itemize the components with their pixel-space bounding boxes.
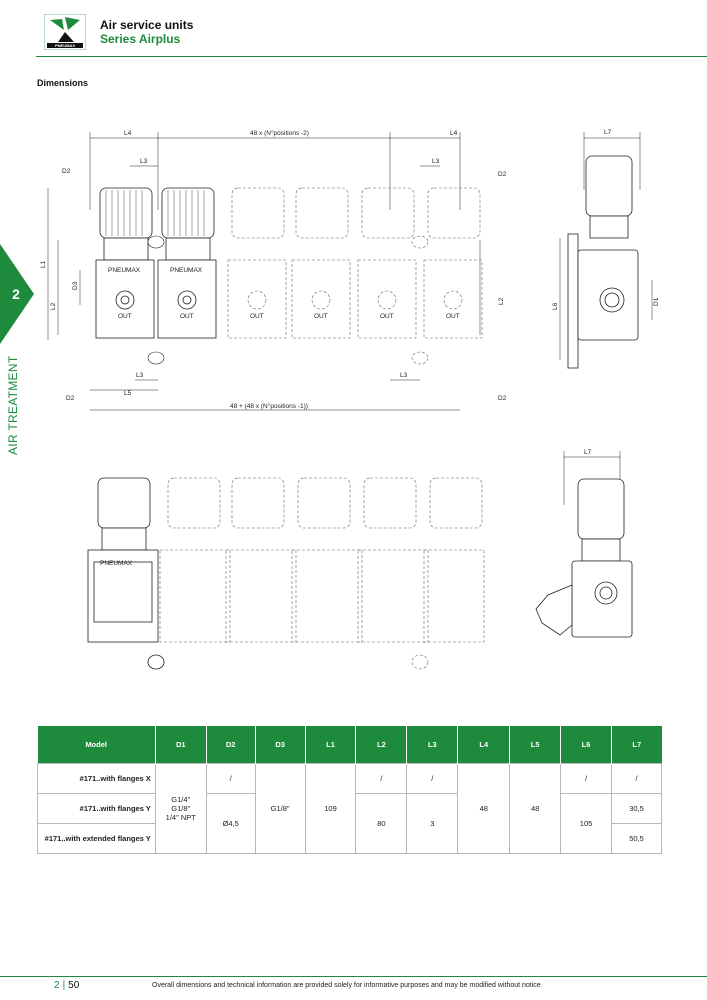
dim-d2-top-left: D2	[62, 168, 71, 175]
unit-brand-ext: PNEUMAX	[100, 560, 133, 567]
header-l5: L5	[509, 726, 562, 763]
chapter-name: AIR TREATMENT	[6, 355, 20, 455]
l1-cell: 109	[304, 762, 357, 854]
dim-bottom-span: 48 + (48 x (N°positions -1))	[230, 402, 308, 410]
dim-l4-left: L4	[124, 130, 132, 137]
out-label-2: OUT	[180, 313, 194, 320]
chapter-number: 2	[12, 286, 20, 302]
dim-l7-bottom: L7	[584, 449, 592, 456]
table-row: #171..with flanges Y Ø4,5 80 3 105 30,5	[37, 792, 662, 854]
dim-l3-top-right: L3	[432, 158, 440, 165]
d3-cell: G1/8"	[254, 762, 306, 854]
side-view-extended-drawing: L7	[535, 449, 633, 638]
dim-l3-bottom-left: L3	[136, 372, 144, 379]
l2-cell: /	[355, 762, 408, 794]
pneumax-logo: PNEUMAX	[44, 14, 86, 50]
header-d3: D3	[255, 726, 306, 763]
out-label-3: OUT	[250, 313, 264, 320]
dim-l2-left: L2	[50, 302, 57, 310]
l6-cell: /	[560, 762, 612, 794]
l2-cell: 80	[355, 792, 408, 854]
dim-l4-right: L4	[450, 130, 458, 137]
d1-value-2: G1/8"	[171, 803, 191, 813]
dim-top-span: 48 x (N°positions -2)	[250, 129, 309, 137]
l3-cell: 3	[406, 792, 459, 854]
dim-l7-top: L7	[604, 129, 612, 136]
page-title: Air service units	[100, 18, 194, 32]
header-d2: D2	[206, 726, 256, 763]
footer-rule	[0, 976, 707, 977]
d1-value-3: 1/4" NPT	[165, 812, 196, 822]
out-label-5: OUT	[380, 313, 394, 320]
page-number: 2|50	[54, 980, 80, 991]
front-view-extended-drawing: PNEUMAX	[87, 477, 485, 670]
out-label-1: OUT	[118, 313, 132, 320]
model-cell: #171..with flanges X	[37, 762, 156, 794]
header-d1: D1	[155, 726, 207, 763]
model-cell: #171..with flanges Y	[37, 792, 156, 824]
l7-cell: 30,5	[611, 792, 662, 824]
dim-d3: D3	[72, 281, 79, 290]
header-l6: L6	[560, 726, 612, 763]
l4-cell: 48	[457, 762, 511, 854]
table-header-row: Model D1 D2 D3 L1 L2 L3 L4 L5 L6 L7	[37, 726, 662, 763]
footer-page: 50	[68, 980, 80, 991]
d2-cell: Ø4,5	[205, 792, 256, 854]
out-label-6: OUT	[446, 313, 460, 320]
d2-cell: /	[205, 762, 256, 794]
header-l1: L1	[305, 726, 357, 763]
l7-cell: /	[611, 762, 662, 794]
dim-l6: L6	[552, 302, 559, 310]
header-l2: L2	[355, 726, 408, 763]
dim-d2-bottom-right: D2	[498, 395, 507, 402]
section-label: Dimensions	[37, 78, 89, 88]
chapter-tab	[0, 244, 34, 344]
model-cell: #171..with extended flanges Y	[37, 822, 156, 854]
d1-cell: G1/4" G1/8" 1/4" NPT	[154, 762, 207, 854]
dim-d1: D1	[653, 297, 660, 306]
side-view-drawing: L7 L6 D1	[552, 129, 660, 369]
front-view-drawing: L4 48 x (N°positions -2) L4 L3 L3 D2 D2 …	[40, 129, 507, 411]
footer-chapter: 2	[54, 980, 60, 991]
dim-l5: L5	[124, 390, 132, 397]
dimensions-table: Model D1 D2 D3 L1 L2 L3 L4 L5 L6 L7 #171…	[37, 726, 662, 854]
header-model: Model	[37, 726, 156, 763]
header-l7: L7	[611, 726, 662, 763]
dim-l3-bottom-right: L3	[400, 372, 408, 379]
l7-cell: 50,5	[611, 822, 662, 854]
out-label-4: OUT	[314, 313, 328, 320]
dim-l1: L1	[40, 260, 47, 268]
l5-cell: 48	[509, 762, 562, 854]
table-row: #171..with extended flanges Y 50,5	[37, 822, 662, 854]
l6-cell: 105	[560, 792, 612, 854]
header-l4: L4	[457, 726, 511, 763]
dim-d2-bottom-left: D2	[66, 395, 75, 402]
l3-cell: /	[406, 762, 459, 794]
footer-note: Overall dimensions and technical informa…	[152, 982, 541, 989]
dim-d2-top-right: D2	[498, 171, 507, 178]
table-row: #171..with flanges X G1/4" G1/8" 1/4" NP…	[37, 762, 662, 854]
dim-l2-right: L2	[498, 297, 505, 305]
dim-l3-top-left: L3	[140, 158, 148, 165]
d1-value-1: G1/4"	[171, 794, 191, 804]
header-l3: L3	[406, 726, 459, 763]
unit-brand-2: PNEUMAX	[170, 267, 203, 274]
page-subtitle: Series Airplus	[100, 32, 181, 46]
unit-brand-1: PNEUMAX	[108, 267, 141, 274]
logo-wordmark: PNEUMAX	[55, 43, 75, 48]
header-rule	[36, 56, 707, 57]
